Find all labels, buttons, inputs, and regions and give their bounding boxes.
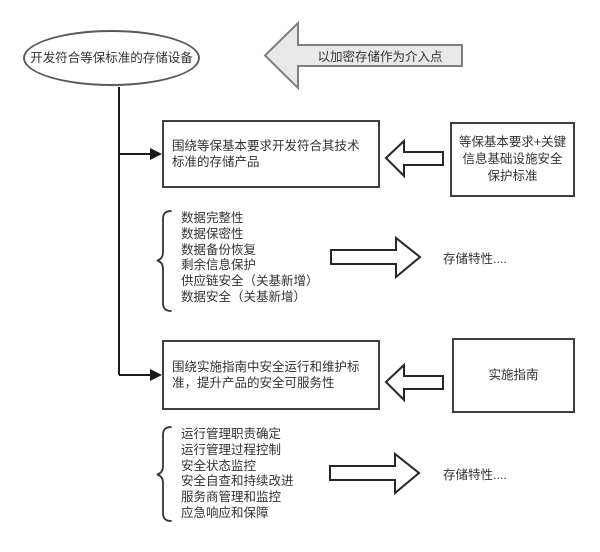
brace-1: [156, 210, 172, 312]
process-node-2: 围绕实施指南中安全运行和维护标准，提升产品的安全可服务性: [162, 340, 380, 410]
process-node-2-label: 围绕实施指南中安全运行和维护标准，提升产品的安全可服务性: [172, 360, 360, 390]
arrowhead-branch-2-icon: [150, 369, 162, 381]
brace-2: [156, 426, 172, 522]
root-node: 开发符合等保标准的存储设备: [23, 30, 200, 86]
item-list-2: 运行管理职责确定 运行管理过程控制 安全状态监控 安全自查和持续改进 服务商管理…: [181, 427, 294, 520]
source-node-1-label: 等保基本要求+关键信息基础设施安全保护标准: [458, 135, 567, 183]
process-node-1: 围绕等保基本要求开发符合其技术标准的存储产品: [162, 120, 380, 188]
source-node-1: 等保基本要求+关键信息基础设施安全保护标准: [450, 122, 575, 197]
root-node-label: 开发符合等保标准的存储设备: [30, 51, 193, 65]
entry-arrow-label: 以加密存储作为介入点: [317, 50, 443, 64]
source-node-2: 实施指南: [452, 338, 575, 413]
connector-tree: [118, 87, 152, 376]
entry-arrow-shape: [263, 20, 463, 91]
hollow-arrow-left-1-icon: [384, 138, 444, 179]
source-node-2-label: 实施指南: [488, 368, 539, 382]
hollow-arrow-left-2-icon: [384, 362, 444, 403]
process-node-1-label: 围绕等保基本要求开发符合其技术标准的存储产品: [172, 139, 360, 169]
hollow-arrow-right-1-icon: [330, 235, 422, 280]
result-label-1: 存储特性....: [443, 251, 507, 266]
result-label-2: 存储特性....: [443, 467, 507, 482]
item-list-1: 数据完整性 数据保密性 数据备份恢复 剩余信息保护 供应链安全（关基新增） 数据…: [181, 211, 319, 304]
hollow-arrow-right-2-icon: [329, 451, 421, 496]
arrowhead-branch-1-icon: [150, 148, 162, 160]
